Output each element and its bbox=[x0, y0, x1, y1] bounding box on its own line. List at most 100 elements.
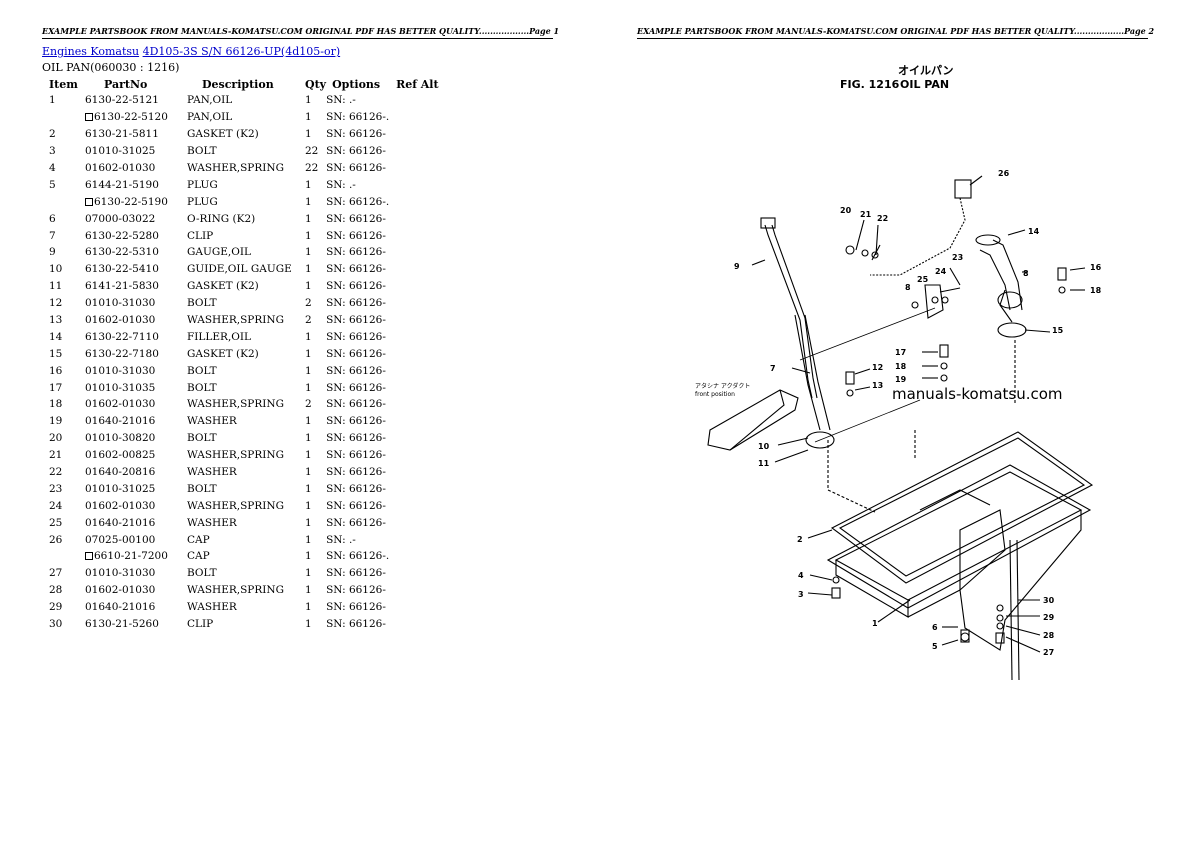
cell-description-text: CLIP bbox=[187, 618, 214, 631]
cell-partno-text: 6130-22-5190 bbox=[94, 195, 168, 208]
cell-item: 18 bbox=[42, 396, 85, 413]
cell-description: BOLT bbox=[187, 379, 305, 396]
cell-options: SN: .- bbox=[326, 531, 396, 548]
cell-description-text: WASHER bbox=[187, 466, 237, 479]
cell-qty-text: 1 bbox=[305, 128, 312, 141]
cell-qty-text: 1 bbox=[305, 195, 312, 208]
cell-partno: 01640-21016 bbox=[85, 413, 187, 430]
callout-14: 14 bbox=[1028, 227, 1040, 236]
cell-partno-text: 6130-21-5811 bbox=[85, 128, 159, 141]
cell-description-text: WASHER bbox=[187, 601, 237, 614]
cell-options-text: SN: 66126- bbox=[326, 516, 386, 529]
breadcrumb-link-model[interactable]: 4D105-3S S/N 66126-UP(4d105-or) bbox=[142, 45, 341, 58]
callout-5: 5 bbox=[932, 642, 938, 651]
cell-options-text: SN: 66126- bbox=[326, 364, 386, 377]
cell-options-text: SN: 66126- bbox=[326, 246, 386, 259]
cell-item-text: 14 bbox=[49, 330, 63, 343]
cell-options-text: SN: .- bbox=[326, 533, 356, 546]
callout-27: 27 bbox=[1043, 648, 1054, 657]
cell-refalt bbox=[396, 531, 446, 548]
callout-23: 23 bbox=[952, 253, 963, 262]
cell-partno-text: 6130-22-5410 bbox=[85, 263, 159, 276]
cell-item-text: 29 bbox=[49, 601, 63, 614]
cell-qty-text: 1 bbox=[305, 466, 312, 479]
cell-qty: 2 bbox=[305, 295, 326, 312]
cell-qty-text: 1 bbox=[305, 347, 312, 360]
cell-options: SN: 66126- bbox=[326, 295, 396, 312]
cell-description-text: WASHER,SPRING bbox=[187, 314, 284, 327]
cell-description-text: CAP bbox=[187, 550, 210, 563]
cell-description: CLIP bbox=[187, 616, 305, 633]
cell-qty-text: 1 bbox=[305, 111, 312, 124]
col-header-item: Item bbox=[49, 78, 78, 91]
cell-options: SN: 66126- bbox=[326, 160, 396, 177]
cell-qty: 1 bbox=[305, 565, 326, 582]
cell-options-text: SN: 66126- bbox=[326, 449, 386, 462]
cell-description: BOLT bbox=[187, 362, 305, 379]
cell-item: 9 bbox=[42, 244, 85, 261]
cell-refalt bbox=[396, 582, 446, 599]
cell-item bbox=[42, 109, 85, 126]
cell-qty-text: 1 bbox=[305, 550, 312, 563]
cell-qty-text: 1 bbox=[305, 567, 312, 580]
cell-qty-text: 1 bbox=[305, 263, 312, 276]
cell-qty-text: 1 bbox=[305, 482, 312, 495]
cell-qty-text: 1 bbox=[305, 618, 312, 631]
cell-description-text: BOLT bbox=[187, 145, 217, 158]
cell-refalt bbox=[396, 379, 446, 396]
breadcrumb-link-engines[interactable]: Engines Komatsu bbox=[42, 45, 140, 58]
cell-qty: 1 bbox=[305, 278, 326, 295]
page-header-1: EXAMPLE PARTSBOOK FROM MANUALS-KOMATSU.C… bbox=[42, 26, 559, 39]
cell-partno-text: 01602-01030 bbox=[85, 398, 156, 411]
table-header-row: Item PartNo Description Qty Options Ref … bbox=[42, 77, 446, 92]
cell-description-text: BOLT bbox=[187, 381, 217, 394]
cell-item-text: 13 bbox=[49, 314, 63, 327]
callout-20: 20 bbox=[840, 206, 852, 215]
cell-item: 6 bbox=[42, 210, 85, 227]
callout-19: 19 bbox=[895, 375, 907, 384]
cell-options: SN: 66126- bbox=[326, 210, 396, 227]
cell-item-text: 3 bbox=[49, 145, 56, 158]
cell-item-text: 15 bbox=[49, 347, 63, 360]
cell-description-text: FILLER,OIL bbox=[187, 330, 252, 343]
cell-partno: 6141-21-5830 bbox=[85, 278, 187, 295]
cell-refalt bbox=[396, 126, 446, 143]
cell-item-text: 6 bbox=[49, 212, 56, 225]
cell-description: WASHER bbox=[187, 464, 305, 481]
callout-8b: 8 bbox=[1023, 269, 1029, 278]
cell-options: SN: 66126-. bbox=[326, 109, 396, 126]
cell-partno-text: 6130-22-5121 bbox=[85, 94, 159, 107]
cell-qty-text: 1 bbox=[305, 499, 312, 512]
cell-options-text: SN: 66126- bbox=[326, 314, 386, 327]
cell-options: SN: 66126- bbox=[326, 126, 396, 143]
cell-description-text: GASKET (K2) bbox=[187, 280, 259, 293]
cell-partno: 01602-00825 bbox=[85, 447, 187, 464]
cell-description-text: WASHER,SPRING bbox=[187, 584, 284, 597]
cell-description: PLUG bbox=[187, 193, 305, 210]
cell-description-text: GASKET (K2) bbox=[187, 347, 259, 360]
cell-partno-text: 01602-00825 bbox=[85, 449, 156, 462]
cell-options: SN: 66126- bbox=[326, 261, 396, 278]
cell-description: BOLT bbox=[187, 295, 305, 312]
callout-11: 11 bbox=[758, 459, 770, 468]
fig-name: OIL PAN bbox=[900, 78, 949, 91]
cell-item: 15 bbox=[42, 345, 85, 362]
col-header-partno: PartNo bbox=[104, 78, 148, 91]
callout-10: 10 bbox=[758, 442, 770, 451]
cell-qty-text: 1 bbox=[305, 330, 312, 343]
cell-refalt bbox=[396, 616, 446, 633]
cell-item: 7 bbox=[42, 227, 85, 244]
cell-options: SN: 66126- bbox=[326, 312, 396, 329]
cell-description: BOLT bbox=[187, 430, 305, 447]
cell-description-text: GAUGE,OIL bbox=[187, 246, 251, 259]
cell-refalt bbox=[396, 261, 446, 278]
